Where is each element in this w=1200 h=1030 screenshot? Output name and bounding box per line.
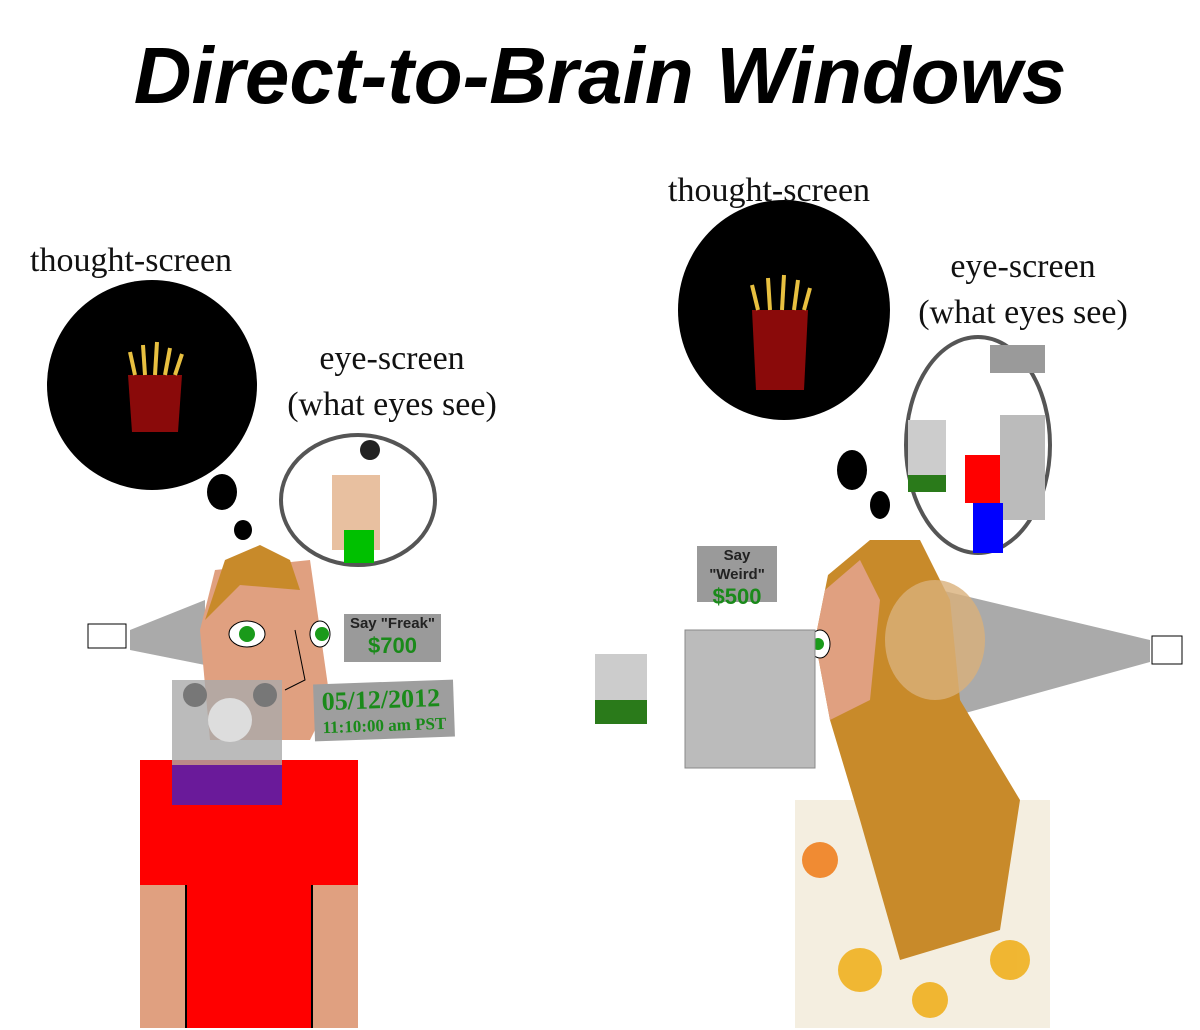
- left-thought-screen-label: thought-screen: [30, 242, 233, 279]
- right-tiny-screen-icon: [1151, 635, 1183, 665]
- right-say-sign: Say "Weird" $500: [697, 546, 777, 609]
- left-view-beam: [130, 600, 205, 665]
- right-eye-screen: [904, 335, 1052, 555]
- right-eye-screen-label: eye-screen (what eyes see): [903, 244, 1143, 336]
- left-eye-screen-title: eye-screen: [319, 340, 465, 377]
- right-person: [595, 540, 1183, 1028]
- left-thought-screen: [47, 280, 257, 540]
- left-hair: [205, 545, 300, 620]
- page-title: Direct-to-Brain Windows: [133, 31, 1067, 120]
- right-view-beam: [940, 590, 1150, 720]
- left-eye-screen: [279, 433, 437, 567]
- right-calendar-window: [684, 629, 816, 769]
- left-person: [87, 545, 358, 1028]
- right-thought-screen-label: thought-screen: [668, 172, 871, 209]
- left-tiny-screen-icon: [87, 623, 127, 649]
- right-eye-screen-title: eye-screen: [950, 248, 1096, 285]
- left-eye-screen-label: eye-screen (what eyes see): [272, 336, 512, 428]
- left-say-sign: Say "Freak" $700: [344, 614, 441, 662]
- left-date-window: 05/12/2012 11:10:00 am PST: [313, 679, 455, 742]
- left-eye-screen-subtitle: (what eyes see): [287, 386, 497, 423]
- right-eye-screen-subtitle: (what eyes see): [918, 294, 1128, 331]
- fries-icon: [128, 375, 182, 432]
- right-thought-screen: [678, 200, 890, 519]
